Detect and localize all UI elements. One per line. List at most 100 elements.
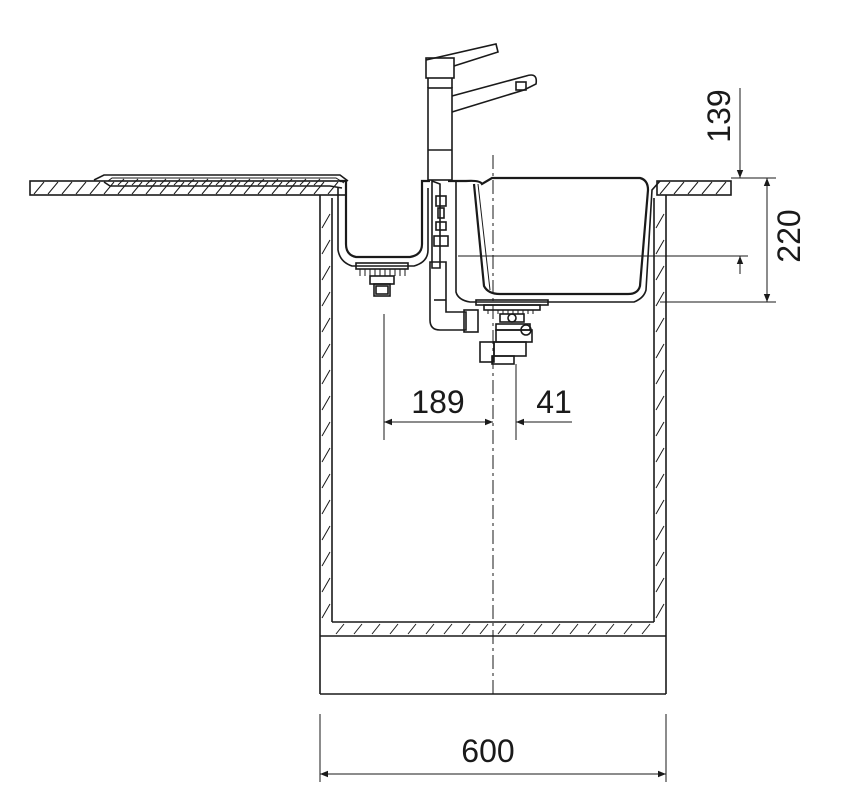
- hatch-line: [89, 181, 101, 195]
- hatch-line: [569, 623, 579, 635]
- dimension-139-label: 139: [701, 89, 737, 142]
- hatch-line: [655, 603, 665, 619]
- hatch-line: [655, 343, 665, 359]
- hatch-line: [229, 178, 237, 186]
- hatch-line: [673, 181, 685, 195]
- hatch-line: [605, 623, 615, 635]
- dimension-41-label: 41: [536, 384, 572, 420]
- hatch-line: [145, 178, 153, 186]
- hatch-line: [321, 473, 331, 489]
- cabinet-left-wall-hatching: [321, 213, 331, 619]
- hatch-line: [461, 623, 471, 635]
- hatch-line: [623, 623, 633, 635]
- hatch-line: [497, 623, 507, 635]
- hatch-line: [131, 178, 139, 186]
- hatch-line: [655, 473, 665, 489]
- hatch-line: [641, 623, 651, 635]
- hatch-line: [271, 178, 279, 186]
- hatch-line: [201, 178, 209, 186]
- hatch-line: [313, 178, 321, 186]
- drainboard-hatching: [117, 178, 321, 186]
- hatch-line: [655, 551, 665, 567]
- hatch-line: [159, 178, 167, 186]
- hatch-line: [321, 369, 331, 385]
- hatch-line: [173, 178, 181, 186]
- hatch-line: [299, 178, 307, 186]
- hatch-line: [655, 421, 665, 437]
- hatch-line: [655, 369, 665, 385]
- hatch-line: [321, 421, 331, 437]
- hatch-line: [321, 291, 331, 307]
- hatch-line: [103, 181, 115, 195]
- dimension-600-label: 600: [461, 733, 514, 769]
- hatch-line: [243, 181, 255, 195]
- large-bowl-waste-fitting: [475, 299, 549, 365]
- hatch-line: [479, 623, 489, 635]
- hatch-line: [321, 213, 331, 229]
- large-bowl: [448, 176, 661, 303]
- hatch-line: [321, 265, 331, 281]
- hatch-line: [271, 181, 283, 195]
- hatch-line: [321, 499, 331, 515]
- hatch-line: [655, 447, 665, 463]
- dimension-220: 220: [660, 177, 807, 303]
- hatch-line: [389, 623, 399, 635]
- hatch-line: [587, 623, 597, 635]
- hatch-line: [715, 181, 727, 195]
- dimension-189-41: 189 41: [383, 314, 572, 440]
- hatch-line: [75, 181, 87, 195]
- hatch-line: [655, 499, 665, 515]
- small-bowl: [337, 179, 430, 267]
- hatch-line: [321, 525, 331, 541]
- hatch-line: [407, 623, 417, 635]
- hatch-line: [321, 603, 331, 619]
- hatch-line: [321, 317, 331, 333]
- cabinet: [319, 195, 667, 695]
- hatch-line: [327, 181, 339, 195]
- hatch-line: [371, 623, 381, 635]
- hatch-line: [659, 181, 671, 195]
- hatch-line: [515, 623, 525, 635]
- hatch-line: [655, 213, 665, 229]
- hatch-line: [187, 181, 199, 195]
- hatch-line: [117, 181, 129, 195]
- hatch-line: [321, 395, 331, 411]
- dimension-139: 139: [458, 88, 748, 274]
- hatch-line: [655, 291, 665, 307]
- hatch-line: [257, 178, 265, 186]
- hatch-line: [145, 181, 157, 195]
- hatch-line: [655, 577, 665, 593]
- faucet: [425, 43, 538, 181]
- cabinet-floor-hatching: [335, 623, 651, 635]
- hatch-line: [335, 623, 345, 635]
- hatch-line: [299, 181, 311, 195]
- hatch-line: [61, 181, 73, 195]
- hatch-line: [243, 178, 251, 186]
- hatch-line: [443, 623, 453, 635]
- dimension-600: 600: [319, 714, 667, 782]
- hatch-line: [353, 623, 363, 635]
- hatch-line: [655, 395, 665, 411]
- hatch-line: [201, 181, 213, 195]
- countertop: [29, 180, 732, 196]
- hatch-line: [655, 265, 665, 281]
- hatch-line: [173, 181, 185, 195]
- dimension-220-label: 220: [771, 209, 807, 262]
- small-bowl-waste-fitting: [355, 262, 409, 297]
- countertop-left-hatching: [33, 181, 339, 195]
- hatch-line: [215, 178, 223, 186]
- dimension-189-label: 189: [411, 384, 464, 420]
- hatch-line: [257, 181, 269, 195]
- hatch-line: [321, 239, 331, 255]
- hatch-line: [229, 181, 241, 195]
- hatch-line: [285, 178, 293, 186]
- hatch-line: [687, 181, 699, 195]
- hatch-line: [321, 577, 331, 593]
- countertop-right-hatching: [659, 181, 727, 195]
- hatch-line: [551, 623, 561, 635]
- hatch-line: [215, 181, 227, 195]
- hatch-line: [321, 551, 331, 567]
- hatch-line: [313, 181, 325, 195]
- hatch-line: [117, 178, 125, 186]
